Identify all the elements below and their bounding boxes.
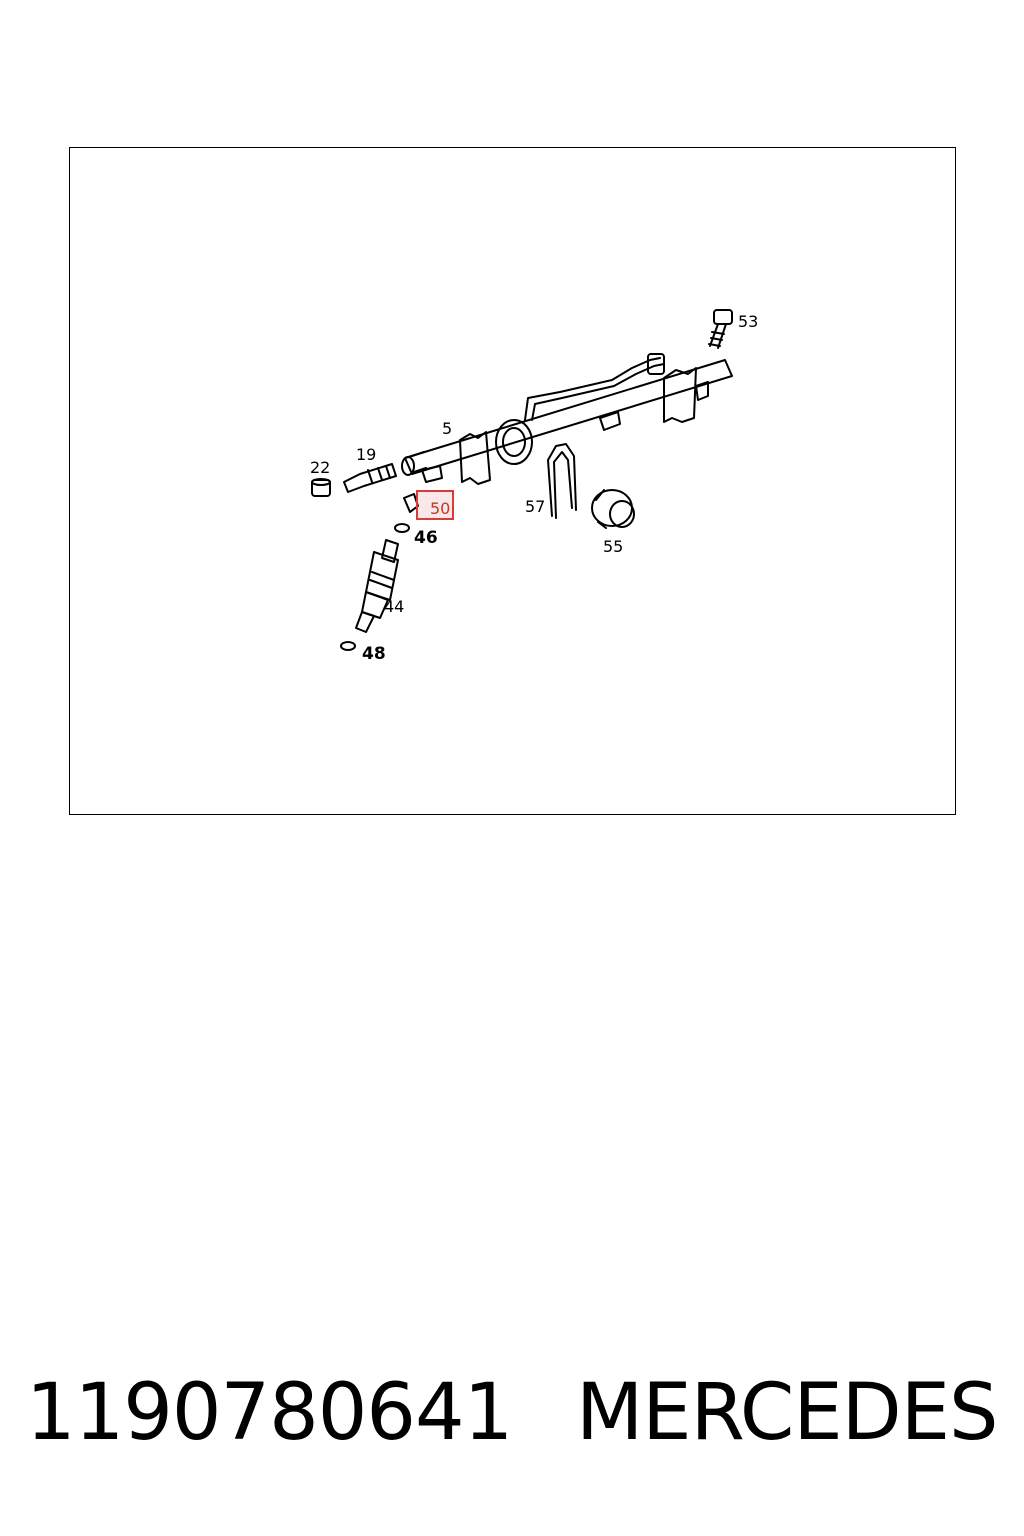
callout-53: 53: [738, 312, 758, 331]
fuel-rail-part-5: [401, 353, 733, 485]
footer: 1190780641 MERCEDES: [26, 1368, 1006, 1468]
cap-part-55: [591, 489, 635, 529]
cap-part-22: [311, 478, 331, 497]
bolt-part-53: [708, 309, 733, 349]
brand-name: MERCEDES: [576, 1368, 998, 1458]
highlight-box: [416, 490, 454, 520]
fitting-part-19: [343, 463, 397, 493]
clip-part-50[interactable]: [403, 490, 454, 520]
callout-5: 5: [442, 419, 452, 438]
oring-part-46: [394, 523, 410, 533]
callout-46: 46: [414, 528, 438, 548]
callout-19: 19: [356, 445, 376, 464]
injector-part-44: [355, 539, 399, 633]
diagram-frame: [69, 147, 956, 815]
callout-44: 44: [384, 597, 404, 616]
oring-part-48: [340, 641, 356, 651]
callout-55: 55: [603, 537, 623, 556]
clip-part-57: [547, 443, 577, 519]
callout-48: 48: [362, 644, 386, 664]
callout-22: 22: [310, 458, 330, 477]
part-number: 1190780641: [26, 1368, 513, 1458]
callout-57: 57: [525, 497, 545, 516]
callout-50[interactable]: 50: [430, 499, 450, 518]
